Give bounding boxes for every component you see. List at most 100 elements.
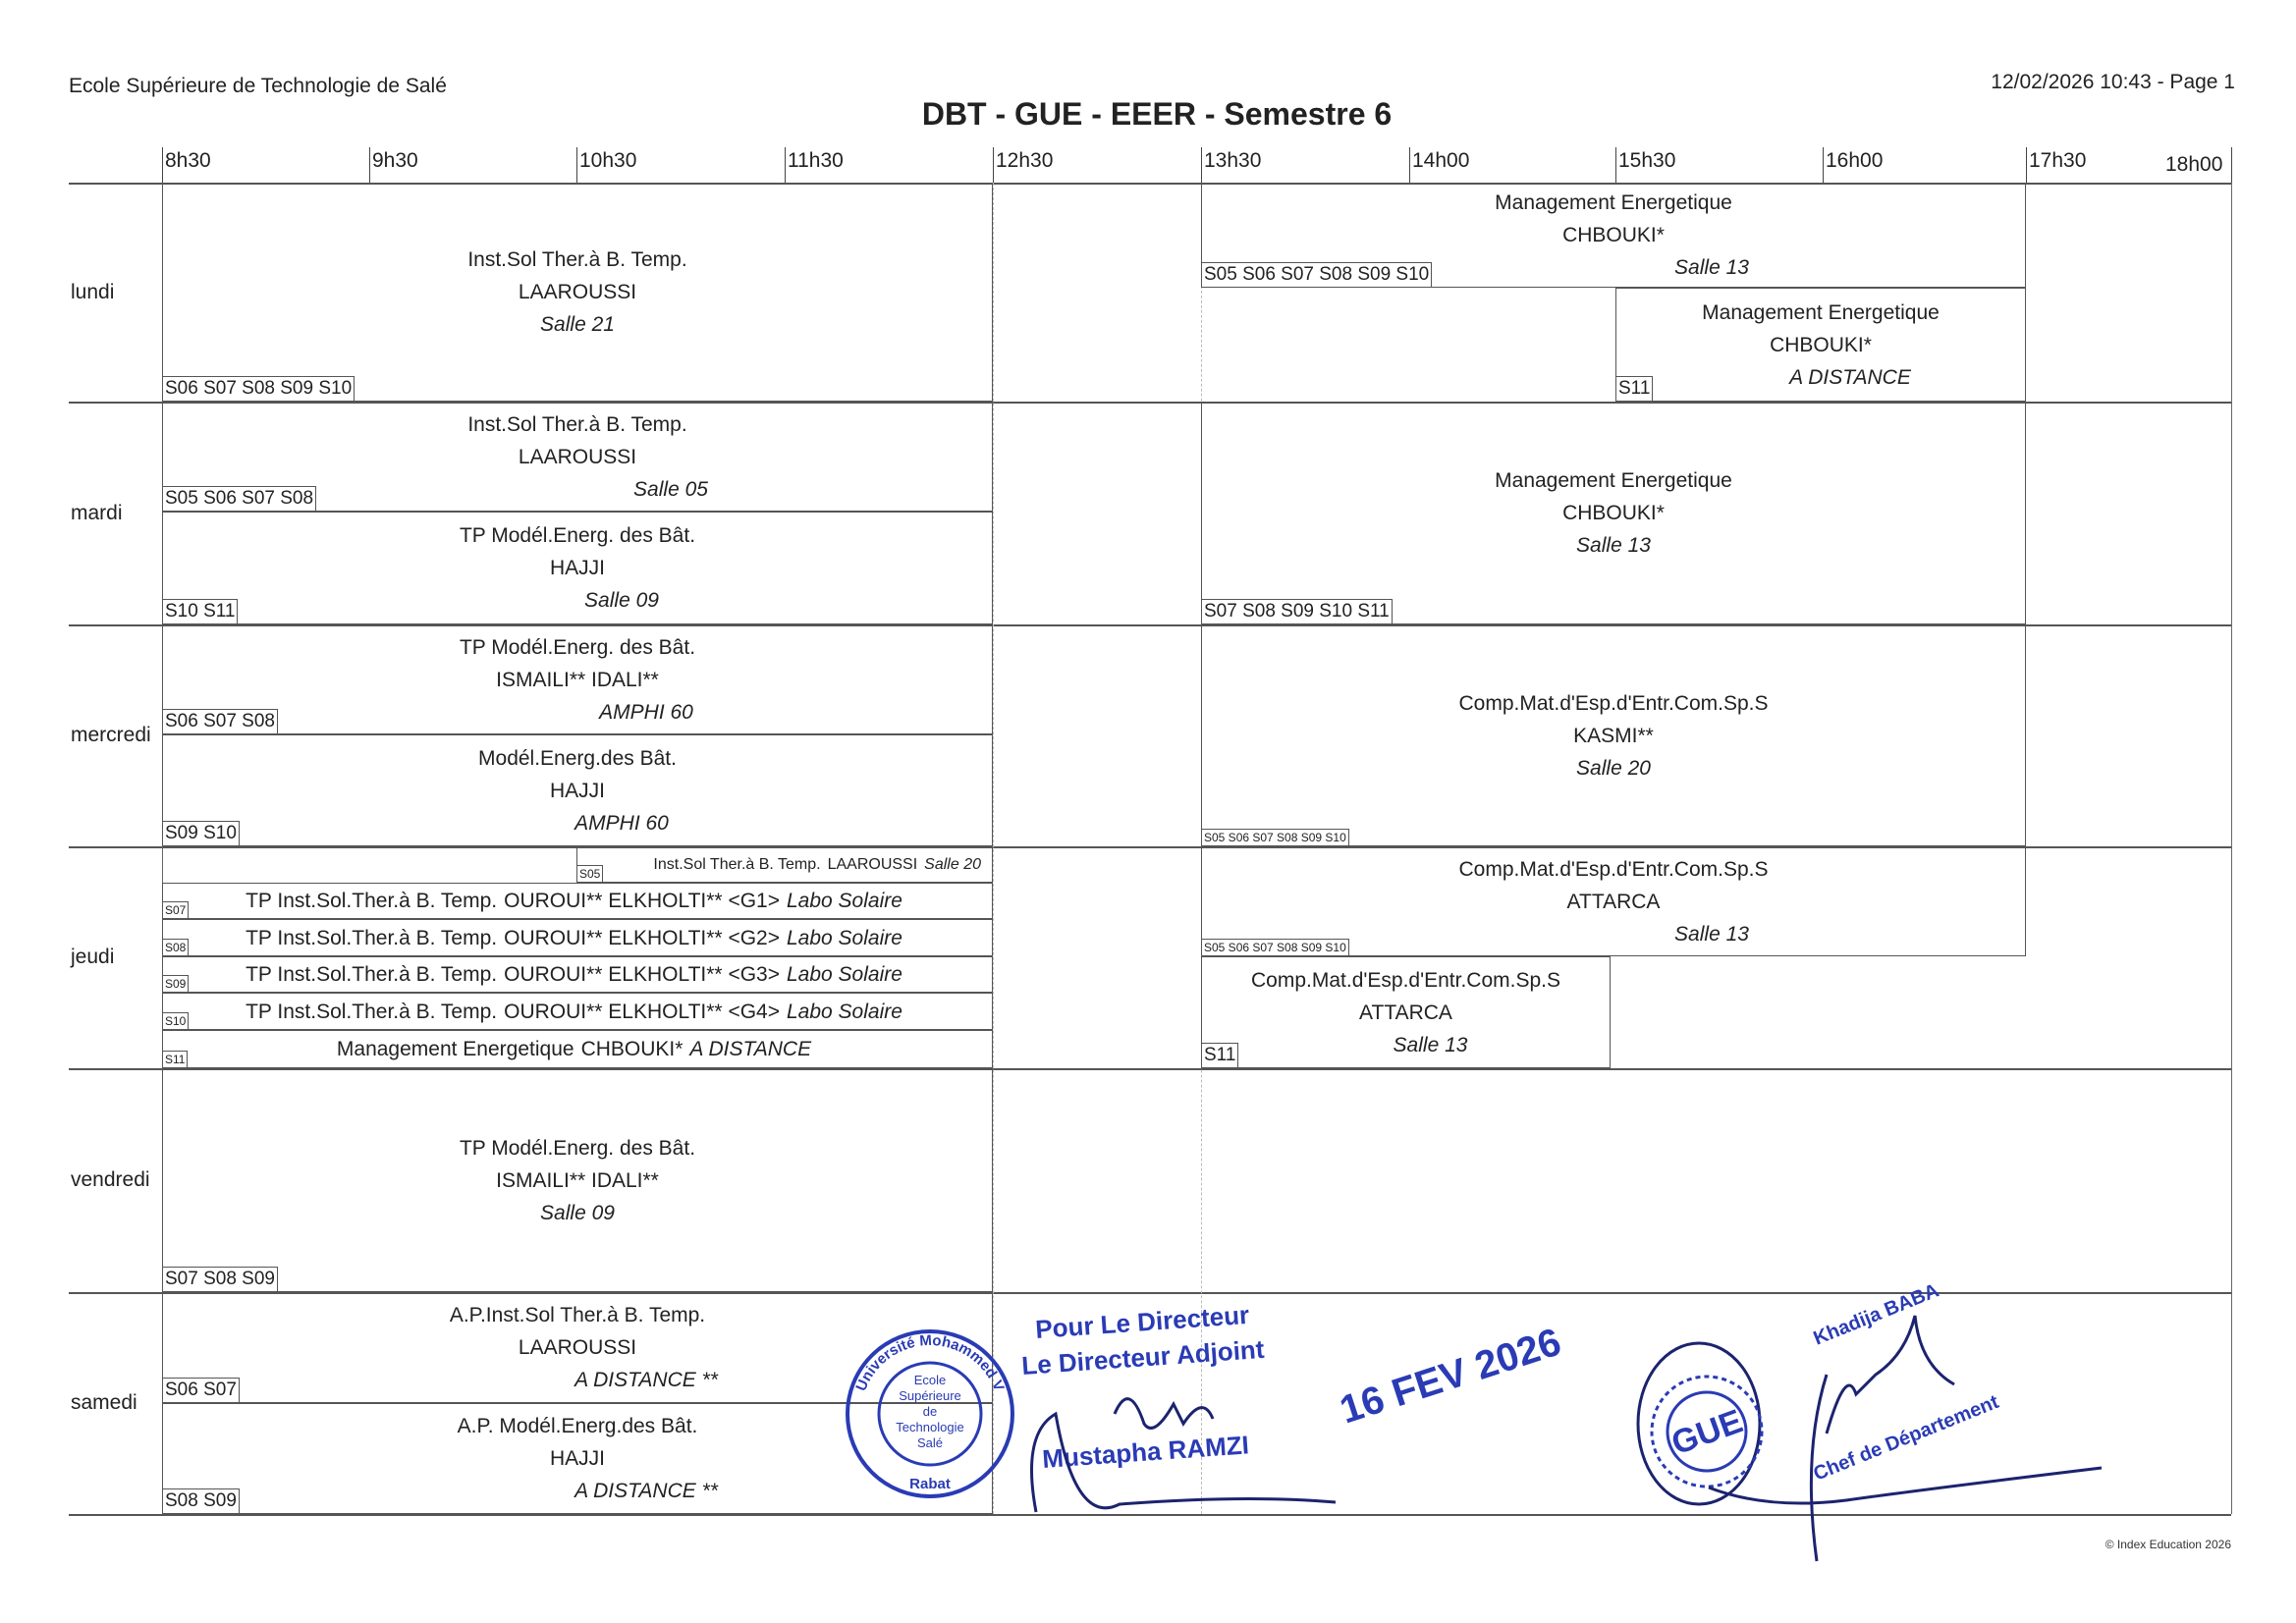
course-room: Salle 20 <box>924 855 981 873</box>
course-teacher: LAAROUSSI <box>518 1336 637 1359</box>
course-room: Salle 13 <box>1674 256 1749 279</box>
course-title: Management Energetique <box>1495 469 1732 492</box>
course-teacher: KASMI** <box>1573 724 1654 747</box>
course-title: Comp.Mat.d'Esp.d'Entr.Com.Sp.S <box>1458 691 1769 715</box>
course-title: Modél.Energ.des Bât. <box>478 746 677 770</box>
course-teacher: ATTARCA <box>1359 1001 1452 1024</box>
course-title: TP Inst.Sol.Ther.à B. Temp. <box>246 926 498 949</box>
time-label: 16h00 <box>1826 149 1884 172</box>
row-divider <box>69 402 2231 404</box>
row-divider <box>69 1068 2231 1070</box>
course-block[interactable]: TP Inst.Sol.Ther.à B. Temp.OUROUI** ELKH… <box>162 993 993 1030</box>
course-room: Labo Solaire <box>786 890 902 912</box>
time-tick <box>1615 147 1616 183</box>
grid-right-border <box>2231 183 2232 1514</box>
course-teacher: LAAROUSSI <box>518 281 637 303</box>
course-teacher: ISMAILI** IDALI** <box>496 1168 659 1192</box>
school-name: Ecole Supérieure de Technologie de Salé <box>69 75 447 97</box>
course-block[interactable]: TP Modél.Energ. des Bât. ISMAILI** IDALI*… <box>162 1068 993 1292</box>
time-label: 13h30 <box>1204 149 1262 172</box>
day-label: mardi <box>71 501 123 524</box>
time-label: 12h30 <box>996 149 1054 172</box>
course-block[interactable]: TP Inst.Sol.Ther.à B. Temp.OUROUI** ELKH… <box>162 919 993 956</box>
course-title: Inst.Sol Ther.à B. Temp. <box>467 248 687 271</box>
course-room: Salle 13 <box>1393 1033 1468 1056</box>
group-tag: S11 <box>1616 376 1654 401</box>
course-room: Salle 21 <box>540 313 615 336</box>
course-teacher: CHBOUKI* <box>1562 502 1665 524</box>
time-tick <box>2231 147 2232 183</box>
time-tick <box>785 147 786 183</box>
seal-text: Ecole <box>914 1373 947 1387</box>
time-label: 15h30 <box>1618 149 1676 172</box>
course-room: A DISTANCE ** <box>574 1480 718 1502</box>
course-block[interactable]: A.P.Inst.Sol Ther.à B. Temp. LAAROUSSI A D… <box>162 1292 993 1403</box>
row-divider <box>69 624 2231 626</box>
group-tag: S06 S07 <box>163 1378 240 1402</box>
course-room: A DISTANCE ** <box>574 1369 718 1391</box>
group-tag: S08 S09 <box>163 1488 240 1513</box>
group-tag: S11 <box>1202 1043 1239 1067</box>
course-title: A.P. Modél.Energ.des Bât. <box>457 1415 698 1437</box>
course-room: Salle 13 <box>1674 922 1749 946</box>
group-tag: S07 <box>163 901 190 918</box>
course-teacher: CHBOUKI* <box>580 1038 683 1060</box>
day-label: jeudi <box>71 946 115 968</box>
course-title: Comp.Mat.d'Esp.d'Entr.Com.Sp.S <box>1251 968 1560 992</box>
course-room: Salle 09 <box>540 1201 615 1224</box>
course-title: Inst.Sol Ther.à B. Temp. <box>467 412 687 436</box>
time-label: 8h30 <box>165 149 211 172</box>
course-room: AMPHI 60 <box>599 700 693 724</box>
row-divider <box>69 1292 2231 1294</box>
course-room: Labo Solaire <box>786 1000 902 1023</box>
course-title: TP Inst.Sol.Ther.à B. Temp. <box>246 890 498 912</box>
director-signature-icon <box>1030 1411 1337 1513</box>
course-block[interactable]: Comp.Mat.d'Esp.d'Entr.Com.Sp.S ATTARCA Sal… <box>1201 956 1611 1068</box>
course-block[interactable]: Inst.Sol Ther.à B. Temp. LAAROUSSI Salle 2… <box>162 183 993 402</box>
course-teacher: CHBOUKI* <box>1770 333 1872 356</box>
time-label: 11h30 <box>788 149 844 172</box>
course-title: TP Modél.Energ. des Bât. <box>459 1136 696 1160</box>
course-block[interactable]: TP Modél.Energ. des Bât. ISMAILI** IDALI*… <box>162 624 993 734</box>
course-title: TP Modél.Energ. des Bât. <box>459 635 696 659</box>
course-block[interactable]: A.P. Modél.Energ.des Bât. HAJJI A DISTANCE… <box>162 1403 993 1514</box>
group-tag: S09 S10 <box>163 821 240 845</box>
time-tick <box>2026 147 2027 183</box>
course-teacher: ATTARCA <box>1566 890 1661 913</box>
page-title: DBT - GUE - EEER - Semestre 6 <box>921 96 1393 132</box>
course-teacher: OUROUI** ELKHOLTI** <G1> <box>504 890 780 912</box>
time-label: 9h30 <box>372 149 418 172</box>
course-title: TP Modél.Energ. des Bât. <box>459 524 696 547</box>
course-block[interactable]: TP Inst.Sol.Ther.à B. Temp. OUROUI** ELKH… <box>162 883 993 919</box>
grid-left-border <box>162 183 163 1514</box>
group-tag: S05 <box>577 865 604 882</box>
course-title: A.P.Inst.Sol Ther.à B. Temp. <box>449 1304 706 1326</box>
day-label: mercredi <box>71 724 151 746</box>
course-title: Management Energetique <box>1702 300 1940 324</box>
time-label: 17h30 <box>2029 149 2087 172</box>
course-title: TP Inst.Sol.Ther.à B. Temp. <box>246 963 498 986</box>
course-room: A DISTANCE <box>1789 365 1911 389</box>
row-divider <box>69 1514 2231 1516</box>
course-teacher: ISMAILI** IDALI** <box>496 668 659 691</box>
group-tag: S08 <box>163 939 190 955</box>
group-tag: S11 <box>163 1051 189 1067</box>
course-room: Labo Solaire <box>786 926 902 949</box>
seal-text: de <box>923 1404 937 1419</box>
seal-text: Salé <box>917 1435 943 1450</box>
course-teacher: LAAROUSSI <box>518 445 637 468</box>
course-block[interactable]: TP Inst.Sol.Ther.à B. Temp.OUROUI** ELKH… <box>162 956 993 993</box>
course-room: Labo Solaire <box>786 963 902 986</box>
time-label: 14h00 <box>1412 149 1470 172</box>
course-teacher: HAJJI <box>549 1447 605 1470</box>
